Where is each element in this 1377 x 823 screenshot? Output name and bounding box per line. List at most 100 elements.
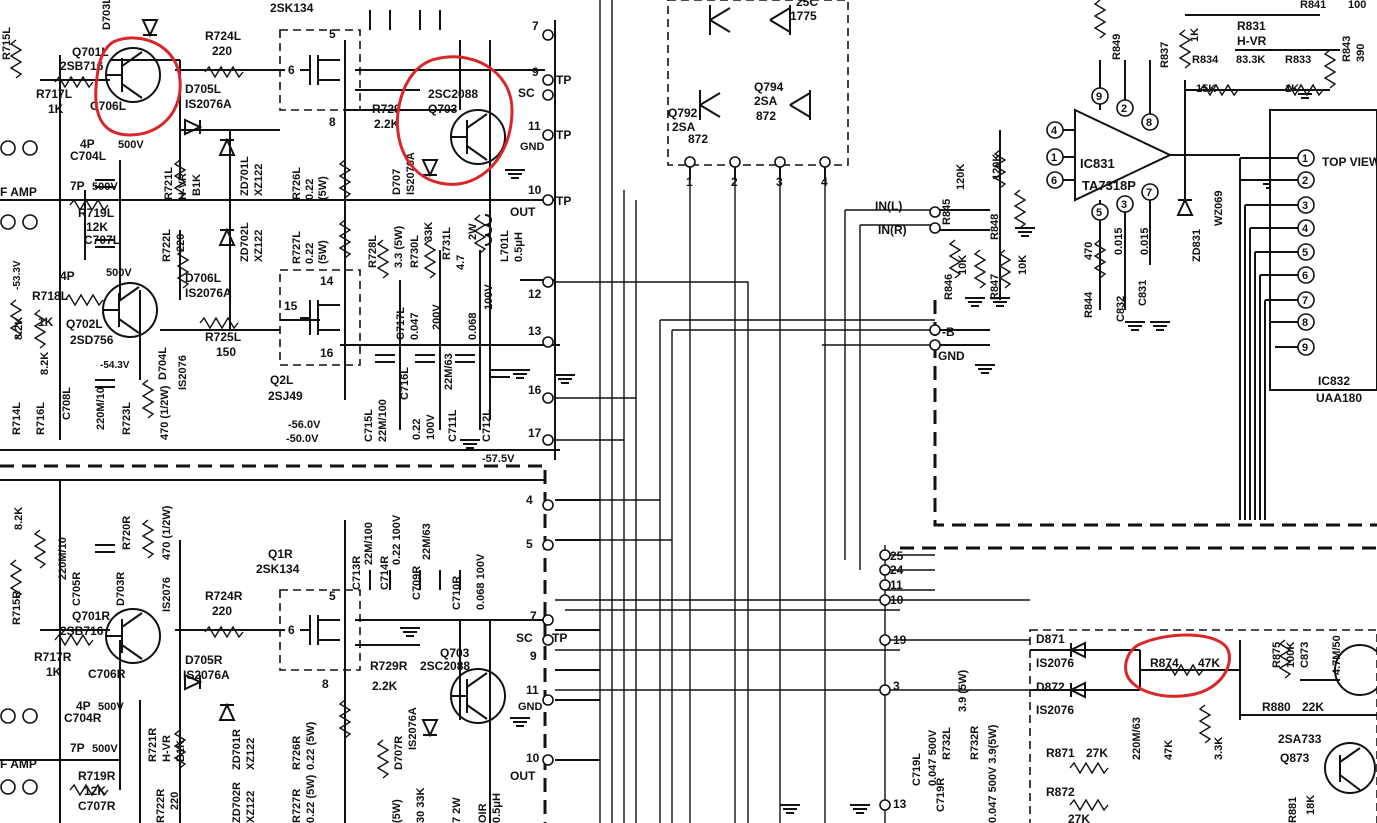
label-r717l-val: 1K <box>48 102 64 116</box>
label-ic-pin-4: 4 <box>1302 223 1309 235</box>
label-c719l-v: 0.047 500V <box>927 729 939 786</box>
transistor-q702l <box>102 282 158 338</box>
label-q1r-t: 2SK134 <box>256 562 300 576</box>
signal-bus <box>555 0 1030 823</box>
label-d706l-t: IS2076A <box>185 286 232 300</box>
label-p4: 4 <box>1051 125 1058 137</box>
label-c711l-v: 22M/63 <box>443 353 455 390</box>
label-r727l: R727L <box>291 231 303 264</box>
label-r875-v: 100K <box>1285 642 1297 668</box>
label-r881-val: 18K <box>1305 795 1317 815</box>
label-r721l-v: B1K <box>191 174 203 196</box>
label-q703: Q703 <box>428 102 458 116</box>
label-r719l-v: 12K <box>86 220 108 234</box>
label-c717l-v: 0.047 <box>409 312 421 340</box>
label-ic-pin-8: 8 <box>1302 317 1308 329</box>
label-out-r: OUT <box>510 769 536 783</box>
label-r843-v: 390 <box>1355 44 1367 62</box>
label-c704r-v: 4P <box>76 699 91 713</box>
label-c719l: C719L <box>911 753 923 786</box>
label-c831-v: 0.015 <box>1139 227 1151 255</box>
label-zd702r: ZD702R <box>231 782 243 823</box>
label-c705r-v: 220M/10 <box>57 537 69 580</box>
label-r721l-t: H-VR <box>177 173 189 200</box>
label-c707r: C707R <box>78 799 116 813</box>
label-ic832: IC832 <box>1318 374 1350 388</box>
label-r724l: R724L <box>205 29 241 43</box>
label-top-view: TOP VIEW <box>1322 155 1377 169</box>
label-r724l-v: 220 <box>212 44 232 58</box>
left-channel-amp: R715L Q701L 2SB716 R717L 1K C706L 500V C… <box>0 0 576 465</box>
label-q873-t: 2SA733 <box>1278 732 1322 746</box>
label-tp-9: TP <box>556 73 571 87</box>
label-r720r: R720R <box>121 516 133 550</box>
label-r723l-v: 470 (1/2W) <box>159 385 171 440</box>
label-c715l: C715L <box>363 409 375 442</box>
label-v533: -53.3V <box>12 260 23 290</box>
label-c711l: C711L <box>447 409 459 442</box>
highlight-q703 <box>395 55 514 186</box>
label-r716l: R716L <box>35 402 47 435</box>
label-r846-v: 10K <box>957 255 969 275</box>
label-tr-7: 7 <box>530 609 537 623</box>
label-r727r-v: 0.22 (5W) <box>305 774 317 823</box>
label-r716l-v: 8.2K <box>39 352 51 375</box>
label-zd702r-t: XZ122 <box>245 791 257 823</box>
q2l-mosfet-box <box>279 269 361 366</box>
label-c708l: C708L <box>61 387 73 420</box>
label-t11: 11 <box>528 119 541 133</box>
label-ic-pin-9: 9 <box>1302 342 1308 354</box>
label-c704l-v: 4P <box>80 137 95 151</box>
label-r882-v: 47K <box>1163 740 1175 760</box>
label-r717l: R717L <box>36 87 72 101</box>
label-r845: R845 <box>941 199 953 225</box>
label-r725l-v: 150 <box>216 345 236 359</box>
label-zd702l-t: XZ122 <box>253 230 265 262</box>
label-p7: 7 <box>1146 187 1152 199</box>
label-q1r: Q1R <box>268 547 293 561</box>
label-r844: R844 <box>1083 291 1095 318</box>
label-r875: R875 <box>1271 642 1283 668</box>
label-zd701l-t: XZ122 <box>253 164 265 196</box>
label-tp-10: TP <box>556 194 571 208</box>
label-pin-5-q1l: 5 <box>329 27 336 41</box>
label-amp-right: F AMP <box>0 757 37 771</box>
label-c704l: C704L <box>70 149 106 163</box>
transistor-q701r <box>105 608 161 664</box>
label-r726r-v: 0.22 (5W) <box>305 721 317 770</box>
label-q701l-type: 2SB716 <box>60 59 104 73</box>
label-r872: R872 <box>1046 785 1075 799</box>
label-r722l: R722L <box>161 229 173 262</box>
label-d705l-t: IS2076A <box>185 97 232 111</box>
label-q792: Q792 <box>668 106 698 120</box>
label-q702l-c: 4P <box>60 269 75 283</box>
label-in-l: IN(L) <box>875 199 902 213</box>
label-r849: R849 <box>1111 34 1123 60</box>
label-q701l: Q701L <box>72 45 109 59</box>
label-r880-v: 22K <box>1302 700 1324 714</box>
label-r722r: R722R <box>155 789 167 823</box>
label-c710r: C710R <box>451 576 463 610</box>
label-conn-25: 25 <box>890 549 904 563</box>
label-r730l-v: 33K <box>423 222 435 242</box>
label-r718l-v: 1K <box>38 315 54 329</box>
label-ic-pin-6: 6 <box>1302 270 1308 282</box>
label-r729: R729 <box>372 102 401 116</box>
label-pin-16: 16 <box>320 346 334 360</box>
label-c715l-v: 22M/100 <box>377 399 389 442</box>
label-c709r: C709R <box>411 566 423 600</box>
label-r724r: R724R <box>205 589 243 603</box>
label-q702l: Q702L <box>66 317 103 331</box>
label-p3: 3 <box>1121 199 1127 211</box>
label-l701l-v: 0.5μH <box>513 232 525 262</box>
label-tr-10: 10 <box>526 751 540 765</box>
label-q702l-cv: 500V <box>106 267 132 279</box>
label-gnd-b: GND <box>938 349 965 363</box>
label-c068: 0.068 <box>467 312 479 340</box>
label-zd701l: ZD701L <box>239 156 251 196</box>
label-r837-v: 1K <box>1189 28 1201 42</box>
label-p6: 6 <box>1051 175 1057 187</box>
label-r728l: R728L <box>367 235 379 268</box>
label-c717l: C717L <box>395 307 407 340</box>
label-c710r-v: 0.068 100V <box>475 553 487 610</box>
